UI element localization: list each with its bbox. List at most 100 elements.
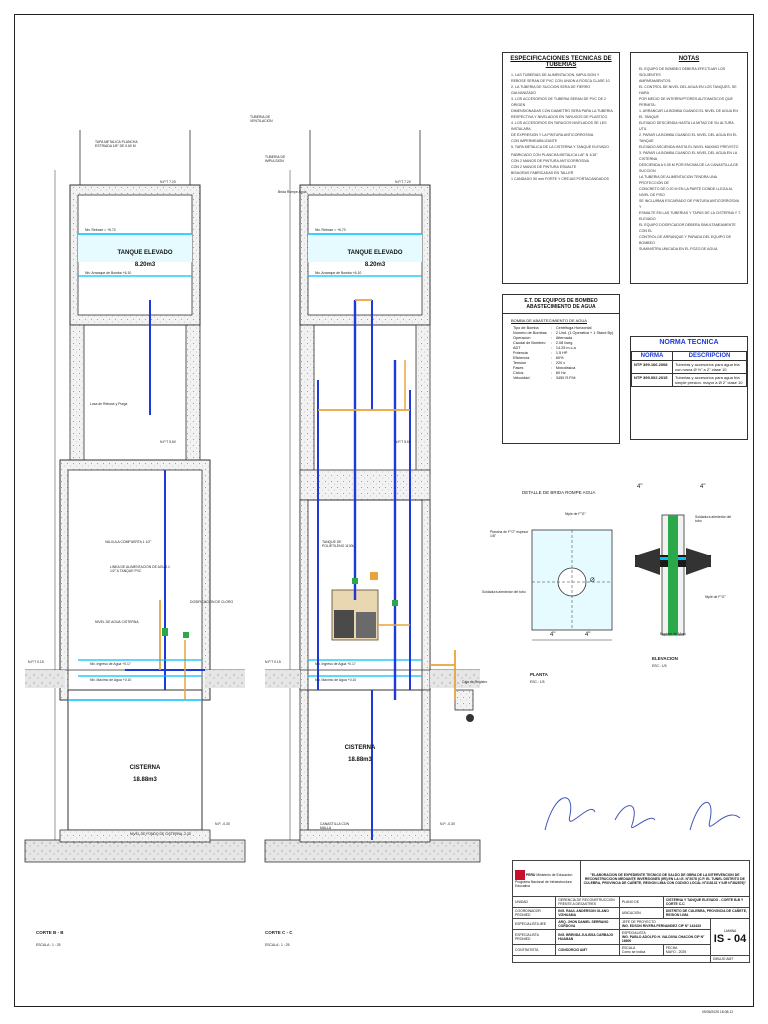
brida-dim-1: 4" [550, 632, 556, 638]
table-cell: 2.08 l/seg [555, 340, 573, 345]
annot-canastilla: CANASTILLA CON MALLA [320, 822, 350, 830]
tb-escala-label: ESCALA [621, 946, 636, 950]
table-cell: : [550, 325, 552, 330]
table-cell: : [550, 360, 552, 365]
list-item: SUMINISTRA UNICADA EN EL POZO DE AGUA [639, 247, 718, 251]
level-npt-low: N.P.T 0.15 [28, 660, 44, 664]
list-item: 1. LAS TUBERIAS DE ALIMENTACION, IMPULSI… [511, 73, 610, 83]
tb-esp2-label: ESPECIALISTA PRONIED [511, 929, 557, 945]
table-row: Caudal de Bombeo:2.08 l/seg [511, 340, 615, 345]
annot-impulsion: TUBERIA DE IMPULSION [265, 155, 286, 163]
table-cell: Ciclos [513, 370, 524, 375]
list-item: BISAGRAS FABRICADAS EN TALLER [511, 171, 574, 175]
table-cell: Velocidad [513, 375, 530, 380]
table-row: Numero de Bombas:2 Und. (1 Operativa + 1… [511, 330, 615, 335]
table-cell: : [550, 335, 552, 340]
brida-soldadura: Soldadura alrededor del tubo [482, 590, 526, 594]
list-item: 4. LOS ACCESORIOS EN TARUGOS NIVELADOS S… [511, 121, 607, 131]
table-cell: : [550, 355, 552, 360]
tb-gobierno: PERU [525, 872, 536, 877]
drawing-sheet [14, 14, 754, 1007]
tb-programa: Programa Nacional de Infraestructura Edu… [515, 879, 572, 888]
table-cell: ADT [513, 345, 521, 350]
brida-planta-scale: ESC.: 1/5 [530, 680, 545, 684]
brida-espesor: Espesor de Muro [660, 632, 686, 636]
list-item: DIMENSIONADAS CON DIAMETRO SERA PARA LA … [511, 109, 613, 113]
brida-niple-2: Niple de F°G° [705, 595, 726, 599]
level-rebose-cc: Niv. Rebose = +6.70 [315, 228, 346, 232]
norma-title: NORMA TECNICA [659, 339, 719, 346]
list-item: ELEVADO DESCIENDA HASTA LA MITAD DE SU A… [639, 121, 734, 131]
level-rebose: Niv. Rebose = +6.70 [85, 228, 116, 232]
level-arranque-cc: Niv. Arranque de Bomba +6.10 [315, 271, 362, 275]
table-row: Velocidad:3450 R.P.M. [511, 375, 615, 380]
title-block: PERU Ministerio de Educacion Programa Na… [511, 860, 751, 963]
tb-jefe: ING. EDSON RIVERA FERNANDEZ [621, 924, 678, 928]
tb-dibujo: AMT [726, 957, 734, 961]
table-cell: Tipo de Bomba [513, 325, 539, 330]
tb-ubic: DISTRITO DE CULEBRA, PROVINCIA DE CAÑETE… [662, 907, 751, 919]
list-item: 1 CANDADO 50 mm FORTE Y CREJAS PORTACAND… [511, 177, 609, 181]
list-item: ESMALTE EN LAS TUBERIAS Y TAPAS DE LA CI… [639, 211, 741, 221]
table-cell: 220 v [555, 360, 566, 365]
cc-scale: ESCALA : 1 : 25 [265, 943, 290, 947]
table-row: Tipo de Bomba:Centrifuga Horizontal [511, 325, 615, 330]
tb-ministerio: Ministerio de Educacion [536, 872, 573, 877]
cc-elevated-tank-volume: 8.20m3 [364, 262, 386, 268]
brida-phi: Ø [590, 578, 595, 584]
brida-elevacion-scale: ESC.: 1/5 [652, 664, 667, 668]
brida-niple: Niple de F°G° [565, 512, 586, 516]
table-cell: : [550, 350, 552, 355]
bb-elevated-water [78, 234, 192, 262]
level-npt-mid: N.P.T 5.60 [160, 440, 176, 444]
table-row: Potencia:1.5 HP [511, 350, 615, 355]
table-cell: : [550, 370, 552, 375]
level-maximo-cc: Niv. Maximo de Agua +0.10 [315, 678, 357, 682]
cc-elevated-tank-label: TANQUE ELEVADO [347, 250, 403, 256]
level-npt-top-cc: N.P.T 7.20 [395, 180, 411, 184]
level-base-cc: N.P. -0.30 [440, 822, 455, 826]
list-item: CON 2 MANOS DE PINTURA ESMALTE [511, 165, 577, 169]
tb-plano-label: PLANO DE [618, 896, 664, 908]
list-item: AMPARAMIENTOS: [639, 79, 672, 83]
list-item: 5. TAPA METALICA DE LA CISTERNA Y TANQUE… [511, 145, 609, 149]
table-cell: Tension [513, 360, 527, 365]
table-cell: Potencia [513, 350, 528, 355]
list-item: EL EQUIPO DE BOMBEO DEBERA EFECTUAR LOS … [639, 67, 726, 77]
brida-elevacion: ELEVACION [652, 656, 678, 661]
brida-dim-3: 4" [637, 484, 643, 490]
table-cell: Eficiencia [513, 355, 530, 360]
table-cell: Operacion [513, 335, 531, 340]
brida-soldadura-2: Soldadura alrededor del tubo [695, 515, 732, 523]
annot-tanque-pol: TANQUE DE POLIETILENO 1100L [322, 540, 355, 548]
list-item: DE EXPRESION Y LA PINTURA ANTICORROSIVA [511, 133, 594, 137]
level-base: N.P. -0.30 [215, 822, 230, 826]
annot-valvula: VALVULA COMPUERTA 1 1/2" [105, 540, 152, 544]
tb-jefe-label: JEFE DE PROYECTO [621, 920, 656, 924]
table-cell: 14.25 m.c.a [555, 345, 576, 350]
annot-rompe-agua: Brida Rompe Agua [278, 190, 307, 194]
annot-linea: LINEA DE ALIMENTACION DE AGUA 1 1/2" A T… [110, 565, 170, 573]
bb-elevated-tank-volume: 8.20m3 [134, 262, 156, 268]
equipo-subtitle: BOMBA DE ABASTECIMIENTO DE AGUA [511, 318, 587, 323]
specs-legend: FABRICADO CON PLANCHA METALICA LAF N 1/1… [503, 150, 619, 182]
tb-lamina-label: LAMINA [723, 929, 737, 933]
corte-bb [24, 130, 246, 863]
table-row: Operacion:Alternada [511, 335, 615, 340]
list-item: EL EQUIPO DOSIFICADOR DEBERA SIMULTANEAM… [639, 223, 736, 233]
level-npt-mid-cc: N.P.T 5.60 [395, 440, 411, 444]
list-item: EL CONTROL DE NIVEL DEL AGUA EN LOS TANQ… [639, 85, 737, 95]
brida-plancha: Plancha de F°G° espesor 1/8" [490, 530, 529, 538]
equipo-title-1: E.T. DE EQUIPOS DE BOMBEO [524, 298, 598, 304]
cc-cistern-volume: 18.88m3 [348, 757, 372, 763]
list-item: 2. LA TUBERIA DE SUCCION SERA DE FIERRO … [511, 85, 591, 95]
specs-list: 1. LAS TUBERIAS DE ALIMENTACION, IMPULSI… [503, 68, 619, 150]
table-cell: 1.5 HP [555, 350, 568, 355]
tb-ubic-label: UBICACION [618, 907, 664, 919]
table-row: Ciclos:60 Hz [511, 370, 615, 375]
annot-caja: Caja de Registro [462, 680, 488, 684]
list-item: 3. PARAR LA BOMBA CUANDO EL NIVEL DEL AG… [639, 151, 737, 161]
bb-cistern-volume: 18.88m3 [133, 777, 157, 783]
